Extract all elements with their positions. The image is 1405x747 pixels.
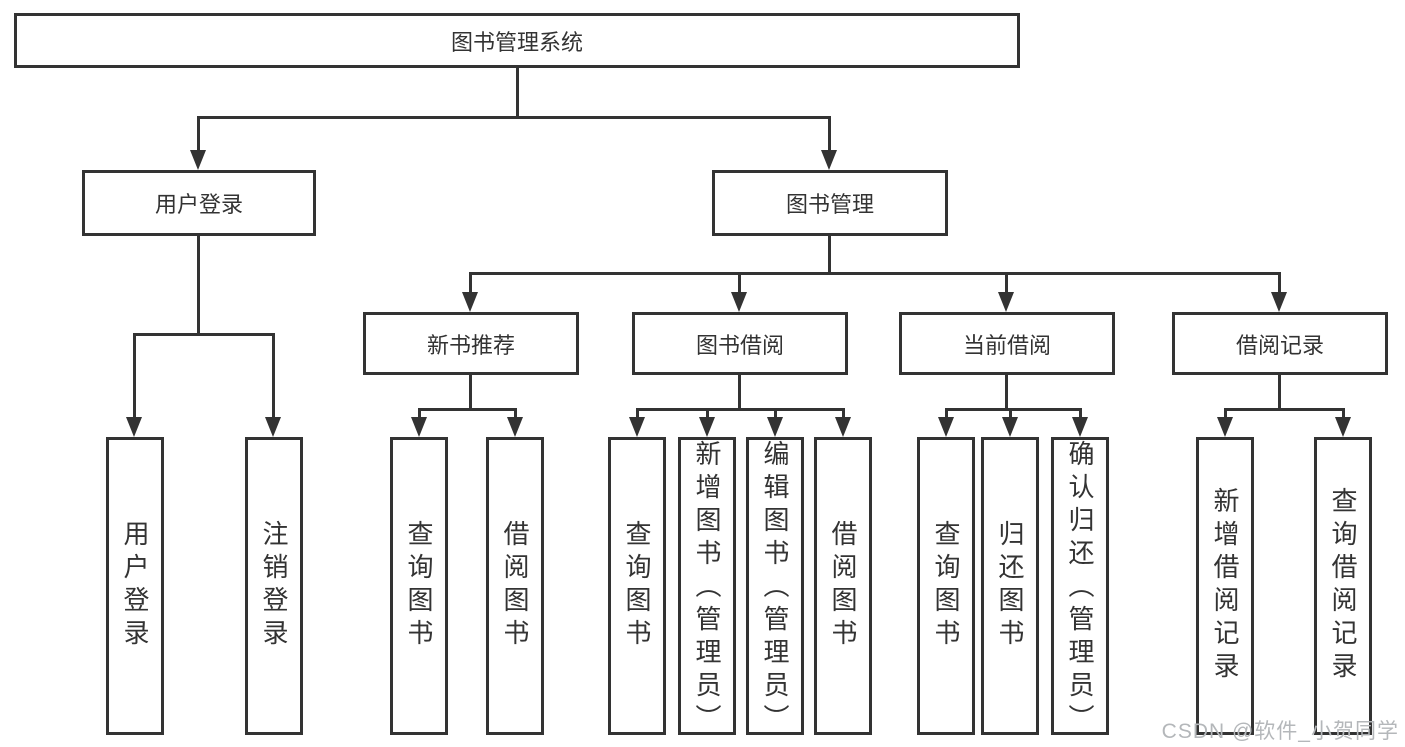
node-current-borrow: 当前借阅 [899, 312, 1115, 375]
connector-drop-add-book [706, 408, 709, 419]
leaf-borrow-book: 借阅图书 [814, 437, 872, 735]
leaf-confirm-return-admin: 确认归还（管理员） [1051, 437, 1109, 737]
arrowhead-new-book-recommend [462, 292, 478, 312]
node-book-borrow-label: 图书借阅 [695, 332, 784, 358]
connector-book-borrow-stem [738, 375, 741, 411]
leaf-return-book-label: 归还图书 [995, 520, 1025, 652]
arrowhead-borrow-book-1 [507, 417, 523, 437]
connector-drop-return-book [1009, 408, 1012, 419]
arrowhead-edit-book [767, 417, 783, 437]
connector-user-login-rail [133, 333, 275, 336]
arrowhead-add-record [1217, 417, 1233, 437]
arrowhead-borrow-book-2 [835, 417, 851, 437]
connector-drop-query-book-3 [945, 408, 948, 419]
arrowhead-query-record [1335, 417, 1351, 437]
connector-root-stem [516, 66, 519, 119]
arrowhead-query-book-1 [411, 417, 427, 437]
leaf-return-book: 归还图书 [981, 437, 1039, 735]
connector-current-borrow-rail [945, 408, 1082, 411]
connector-drop-book-management [828, 116, 831, 152]
node-new-book-recommend: 新书推荐 [363, 312, 579, 375]
connector-level3-rail [469, 272, 1281, 275]
node-book-management-label: 图书管理 [785, 192, 874, 217]
leaf-borrow-book-recommend-label: 借阅图书 [500, 520, 530, 652]
node-current-borrow-label: 当前借阅 [962, 332, 1051, 358]
connector-current-borrow-stem [1005, 375, 1008, 411]
leaf-add-book-admin: 新增图书（管理员） [678, 437, 736, 737]
node-book-management: 图书管理 [712, 170, 948, 236]
connector-book-management-stem [828, 236, 831, 275]
arrowhead-return-book [1002, 417, 1018, 437]
connector-drop-edit-book [774, 408, 777, 419]
connector-borrow-records-rail [1224, 408, 1345, 411]
connector-drop-new-book-recommend [469, 272, 472, 294]
leaf-edit-book-admin: 编辑图书（管理员） [746, 437, 804, 737]
leaf-add-borrow-record-label: 新增借阅记录 [1210, 487, 1240, 685]
connector-drop-confirm-return [1079, 408, 1082, 419]
arrowhead-add-book [699, 417, 715, 437]
node-user-login: 用户登录 [82, 170, 316, 236]
arrowhead-confirm-return [1072, 417, 1088, 437]
node-borrow-records: 借阅记录 [1172, 312, 1388, 375]
leaf-query-book-current: 查询图书 [917, 437, 975, 735]
node-book-borrow: 图书借阅 [632, 312, 848, 375]
watermark-text: CSDN @软件_小贺同学 [1161, 720, 1399, 743]
connector-new-book-recommend-stem [469, 375, 472, 411]
leaf-logout: 注销登录 [245, 437, 303, 735]
connector-borrow-records-stem [1278, 375, 1281, 411]
leaf-borrow-book-recommend: 借阅图书 [486, 437, 544, 735]
connector-drop-user-login [197, 116, 200, 152]
connector-drop-book-borrow [738, 272, 741, 294]
leaf-add-book-admin-label: 新增图书（管理员） [692, 440, 722, 737]
connector-drop-borrow-book-1 [514, 408, 517, 419]
node-user-login-label: 用户登录 [154, 192, 243, 217]
arrowhead-current-borrow [998, 292, 1014, 312]
leaf-user-login-label: 用户登录 [120, 520, 150, 652]
connector-drop-query-record [1342, 408, 1345, 419]
leaf-query-borrow-record-label: 查询借阅记录 [1328, 487, 1358, 685]
connector-drop-borrow-book-2 [842, 408, 845, 419]
node-root: 图书管理系统 [14, 13, 1020, 68]
connector-drop-borrow-records [1278, 272, 1281, 294]
connector-new-book-recommend-rail [418, 408, 517, 411]
leaf-query-book-recommend: 查询图书 [390, 437, 448, 735]
leaf-query-book-borrow: 查询图书 [608, 437, 666, 735]
leaf-add-borrow-record: 新增借阅记录 [1196, 437, 1254, 735]
arrowhead-book-borrow [731, 292, 747, 312]
arrowhead-borrow-records [1271, 292, 1287, 312]
connector-drop-query-book-2 [636, 408, 639, 419]
node-root-label: 图书管理系统 [450, 29, 583, 55]
connector-level2-rail [197, 116, 831, 119]
connector-drop-query-book-1 [418, 408, 421, 419]
node-borrow-records-label: 借阅记录 [1235, 332, 1324, 358]
arrowhead-leaf-logout [265, 417, 281, 437]
leaf-logout-label: 注销登录 [259, 520, 289, 652]
node-new-book-recommend-label: 新书推荐 [426, 332, 515, 358]
connector-drop-leaf-logout [272, 333, 275, 419]
leaf-confirm-return-admin-label: 确认归还（管理员） [1065, 440, 1095, 737]
connector-book-borrow-rail [636, 408, 844, 411]
leaf-query-borrow-record: 查询借阅记录 [1314, 437, 1372, 735]
leaf-query-book-recommend-label: 查询图书 [404, 520, 434, 652]
arrowhead-query-book-2 [629, 417, 645, 437]
arrowhead-query-book-3 [938, 417, 954, 437]
connector-drop-leaf-user-login [133, 333, 136, 419]
leaf-user-login: 用户登录 [106, 437, 164, 735]
leaf-edit-book-admin-label: 编辑图书（管理员） [760, 440, 790, 737]
leaf-query-book-borrow-label: 查询图书 [622, 520, 652, 652]
leaf-borrow-book-label: 借阅图书 [828, 520, 858, 652]
connector-drop-add-record [1224, 408, 1227, 419]
connector-drop-current-borrow [1005, 272, 1008, 294]
arrowhead-user-login [190, 150, 206, 170]
arrowhead-book-management [821, 150, 837, 170]
leaf-query-book-current-label: 查询图书 [931, 520, 961, 652]
arrowhead-leaf-user-login [126, 417, 142, 437]
connector-user-login-stem [197, 236, 200, 336]
